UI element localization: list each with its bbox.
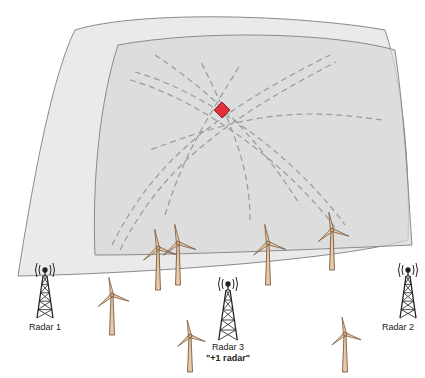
radar-note: "+1 radar"	[206, 354, 250, 364]
radar-tower	[399, 263, 418, 318]
radar-label: Radar 3	[212, 343, 244, 353]
coverage-lobe	[94, 35, 412, 255]
wind-turbine	[332, 317, 361, 372]
wind-turbine	[178, 320, 206, 372]
wind-turbine	[254, 224, 286, 285]
radar-label: Radar 1	[29, 323, 61, 333]
target-marker	[214, 102, 230, 118]
radar-label: Radar 2	[382, 323, 414, 333]
wind-turbine	[164, 224, 196, 285]
radar-tower	[219, 277, 238, 340]
wind-turbine	[144, 229, 176, 290]
wind-turbine	[98, 277, 129, 335]
wind-turbine	[318, 212, 349, 270]
radar-tower	[36, 263, 55, 318]
range-arcs	[112, 55, 382, 250]
